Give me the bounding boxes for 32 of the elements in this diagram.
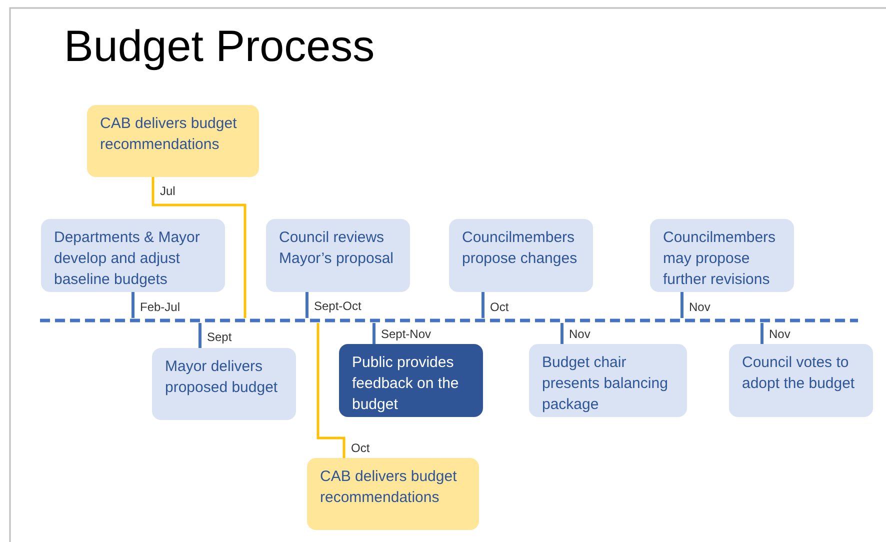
process-box: Councilmembers may propose further revisions [650,219,794,292]
connector-line [760,323,764,344]
process-box: Mayor delivers proposed budget [152,348,296,420]
date-label: Nov [568,327,592,341]
process-box: Council votes to adopt the budget [729,344,873,417]
date-label: Nov [688,300,712,314]
connector-line [372,323,376,344]
process-box: Councilmembers propose changes [449,219,593,292]
connector-line [482,292,484,318]
date-label: Oct [350,441,371,455]
connector-line [152,177,246,318]
timeline-line [40,318,858,323]
process-box: Public provides feedback on the budget [339,344,483,417]
process-box: Budget chair presents balancing package [529,344,687,417]
date-label: Oct [489,300,510,314]
date-label: Sept-Oct [313,299,362,313]
date-label: Sept-Nov [380,327,432,341]
connector-line [132,292,134,318]
date-label: Sept [206,330,233,344]
date-label: Feb-Jul [139,300,182,314]
connector-line [316,323,346,458]
connector-line [560,323,564,344]
date-label: Nov [768,327,792,341]
process-box: CAB delivers budget recommendations [87,105,259,177]
title: Budget Process [64,22,375,72]
process-box: Departments & Mayor develop and adjust baseline budgets [41,219,225,292]
connector-line [198,323,202,348]
connector-line [680,292,684,318]
process-box: CAB delivers budget recommendations [307,458,479,530]
process-box: Council reviews Mayor’s proposal [266,219,410,292]
date-label: Jul [159,184,176,198]
connector-line [306,292,308,318]
